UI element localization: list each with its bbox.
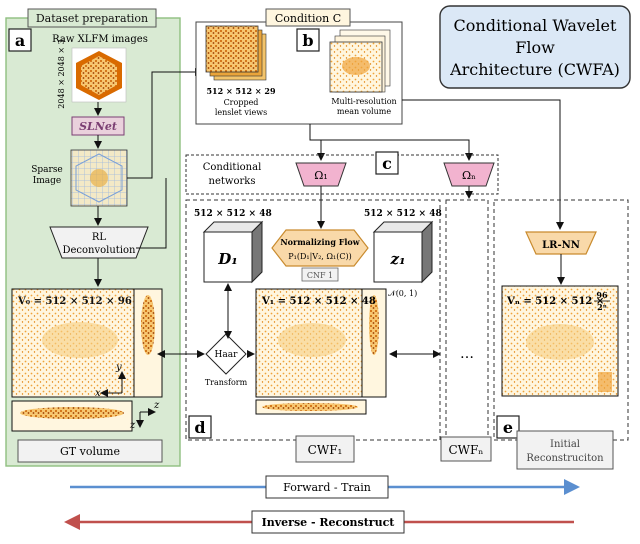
title-line-1: Conditional Wavelet [454, 16, 617, 35]
sparse-label-1: Sparse [31, 165, 63, 175]
cropped-dims: 512 × 512 × 29 [206, 86, 276, 96]
cwfn-label: CWFₙ [448, 443, 483, 457]
cropped-lenslet-stack [205, 25, 267, 81]
haar-label-2: Transform [205, 378, 248, 387]
conditional-label-2: networks [209, 176, 256, 187]
dataset-label-box [27, 8, 157, 28]
sparse-image [70, 149, 128, 207]
raw-xlfm-image [71, 47, 127, 103]
section-d-cwf1: 512 × 512 × 48 512 × 512 × 48 D₁ Normali… [185, 199, 442, 463]
lr-nn-block [525, 231, 597, 255]
omega1-network [295, 162, 347, 187]
forward-label: Forward - Train [283, 481, 371, 494]
vn-label: Vₙ = 512 × 512 × [506, 296, 604, 307]
letter-c-box [375, 151, 399, 175]
vn-denominator: 2ⁿ [597, 302, 607, 312]
normal-dist: ∼ 𝒩(0, 1) [379, 289, 417, 298]
v1-label: V₁ = 512 × 512 × 48 [261, 296, 376, 307]
title-line-2: Flow [515, 38, 555, 57]
raw-xlfm-label: Raw XLFM images [52, 34, 148, 45]
cropped-label-1: Cropped [224, 98, 259, 107]
section-c-conditional-networks: Conditional networks Ω₁ c Ωₙ [185, 151, 499, 195]
multires-label-2: mean volume [337, 107, 391, 116]
d1-label: D₁ [217, 250, 238, 268]
haar-label-1: Haar [215, 350, 239, 360]
conditional-networks-panel [185, 154, 499, 195]
gt-axis-y: y [115, 362, 122, 373]
d1-cube [202, 220, 264, 284]
condition-label: Condition C [275, 12, 341, 25]
haar-transform [205, 333, 247, 375]
condition-wires [309, 99, 564, 230]
condition-label-box [265, 8, 351, 27]
cwfn-panel [445, 199, 489, 441]
v0-label: V₀ = 512 × 512 × 96 [17, 296, 132, 307]
title-panel: Conditional Wavelet Flow Architecture (C… [439, 5, 631, 89]
multires-volume-stack [329, 29, 391, 93]
letter-c: c [382, 154, 392, 173]
letter-b-box [296, 28, 320, 52]
cwfn-dots: … [460, 346, 474, 362]
rl-deconvolution-box [49, 226, 149, 259]
letter-a-box [8, 28, 32, 52]
omega1-label: Ω₁ [314, 169, 328, 182]
section-a-dataset-preparation: Dataset preparation a Raw XLFM images 20… [5, 8, 181, 467]
omegan-label: Ωₙ [462, 169, 476, 182]
sparse-label-2: Image [33, 176, 62, 186]
cropped-label-2: lenslet views [215, 108, 267, 117]
d1-dims: 512 × 512 × 48 [194, 209, 272, 219]
letter-d-box [188, 415, 212, 439]
initial-label-2: Reconstruciton [526, 453, 604, 464]
z1-label: z₁ [389, 250, 405, 268]
nf-title: Normalizing Flow [280, 237, 360, 247]
conditional-label-1: Conditional [203, 162, 262, 173]
gt-axis-z1: z [153, 400, 160, 411]
z1-dims: 512 × 512 × 48 [364, 209, 442, 219]
inverse-label: Inverse - Reconstruct [262, 516, 396, 529]
gt-axis-x: x [95, 388, 101, 399]
title-line-3: Architecture (CWFA) [449, 60, 620, 79]
dataset-label: Dataset preparation [36, 12, 148, 25]
gt-axes: y x z z [95, 362, 160, 431]
slnet-label: SLNet [79, 120, 117, 133]
v1-volume-frame [255, 288, 387, 415]
initial-label-box [516, 430, 614, 470]
letter-e: e [503, 418, 513, 437]
letter-b: b [302, 31, 313, 50]
omegan-network [443, 162, 495, 187]
rl-label-1: RL [92, 232, 107, 243]
raw-xlfm-dims: 2048 × 2048 × 3 [57, 39, 66, 108]
gt-volume-label-box [17, 439, 163, 463]
lr-nn-label: LR-NN [542, 240, 580, 251]
initial-label-1: Initial [550, 439, 580, 450]
gt-axis-z2: z [129, 420, 136, 431]
inverse-reconstruct-arrow: Inverse - Reconstruct [64, 510, 574, 534]
cwf1-label-box [295, 435, 355, 463]
normalizing-flow-block [271, 229, 369, 267]
gt-volume-label: GT volume [60, 445, 120, 458]
cwf1-panel [185, 199, 441, 441]
vn-numerator: 96 [596, 290, 608, 300]
multires-label-1: Multi-resolution [331, 97, 396, 106]
section-b-condition: Condition C 512 × 512 × 29 Cropped lensl… [195, 8, 403, 125]
z1-cube [372, 220, 434, 284]
letter-d: d [194, 418, 205, 437]
section-cwfn: … CWFₙ [440, 199, 492, 462]
letter-a: a [15, 31, 25, 50]
vn-volume-frame [501, 285, 619, 397]
cwf1-arrows [157, 186, 441, 358]
letter-e-box [496, 415, 520, 439]
nf-equation: P₁(D₁|V₂, Ω₁(C)) [288, 252, 351, 261]
dataset-flow-arrows [94, 68, 203, 287]
gt-volume-frame [11, 288, 163, 432]
cnf-box [301, 267, 339, 282]
forward-train-arrow: Forward - Train [70, 475, 580, 499]
rl-label-2: Deconvolution [63, 245, 137, 256]
section-e-initial: LR-NN Vₙ = 512 × 512 × 96 2ⁿ e Initial R… [493, 199, 629, 470]
cnf-label: CNF 1 [307, 271, 333, 280]
cwfn-label-box [440, 436, 492, 462]
cwf1-label: CWF₁ [308, 443, 343, 457]
